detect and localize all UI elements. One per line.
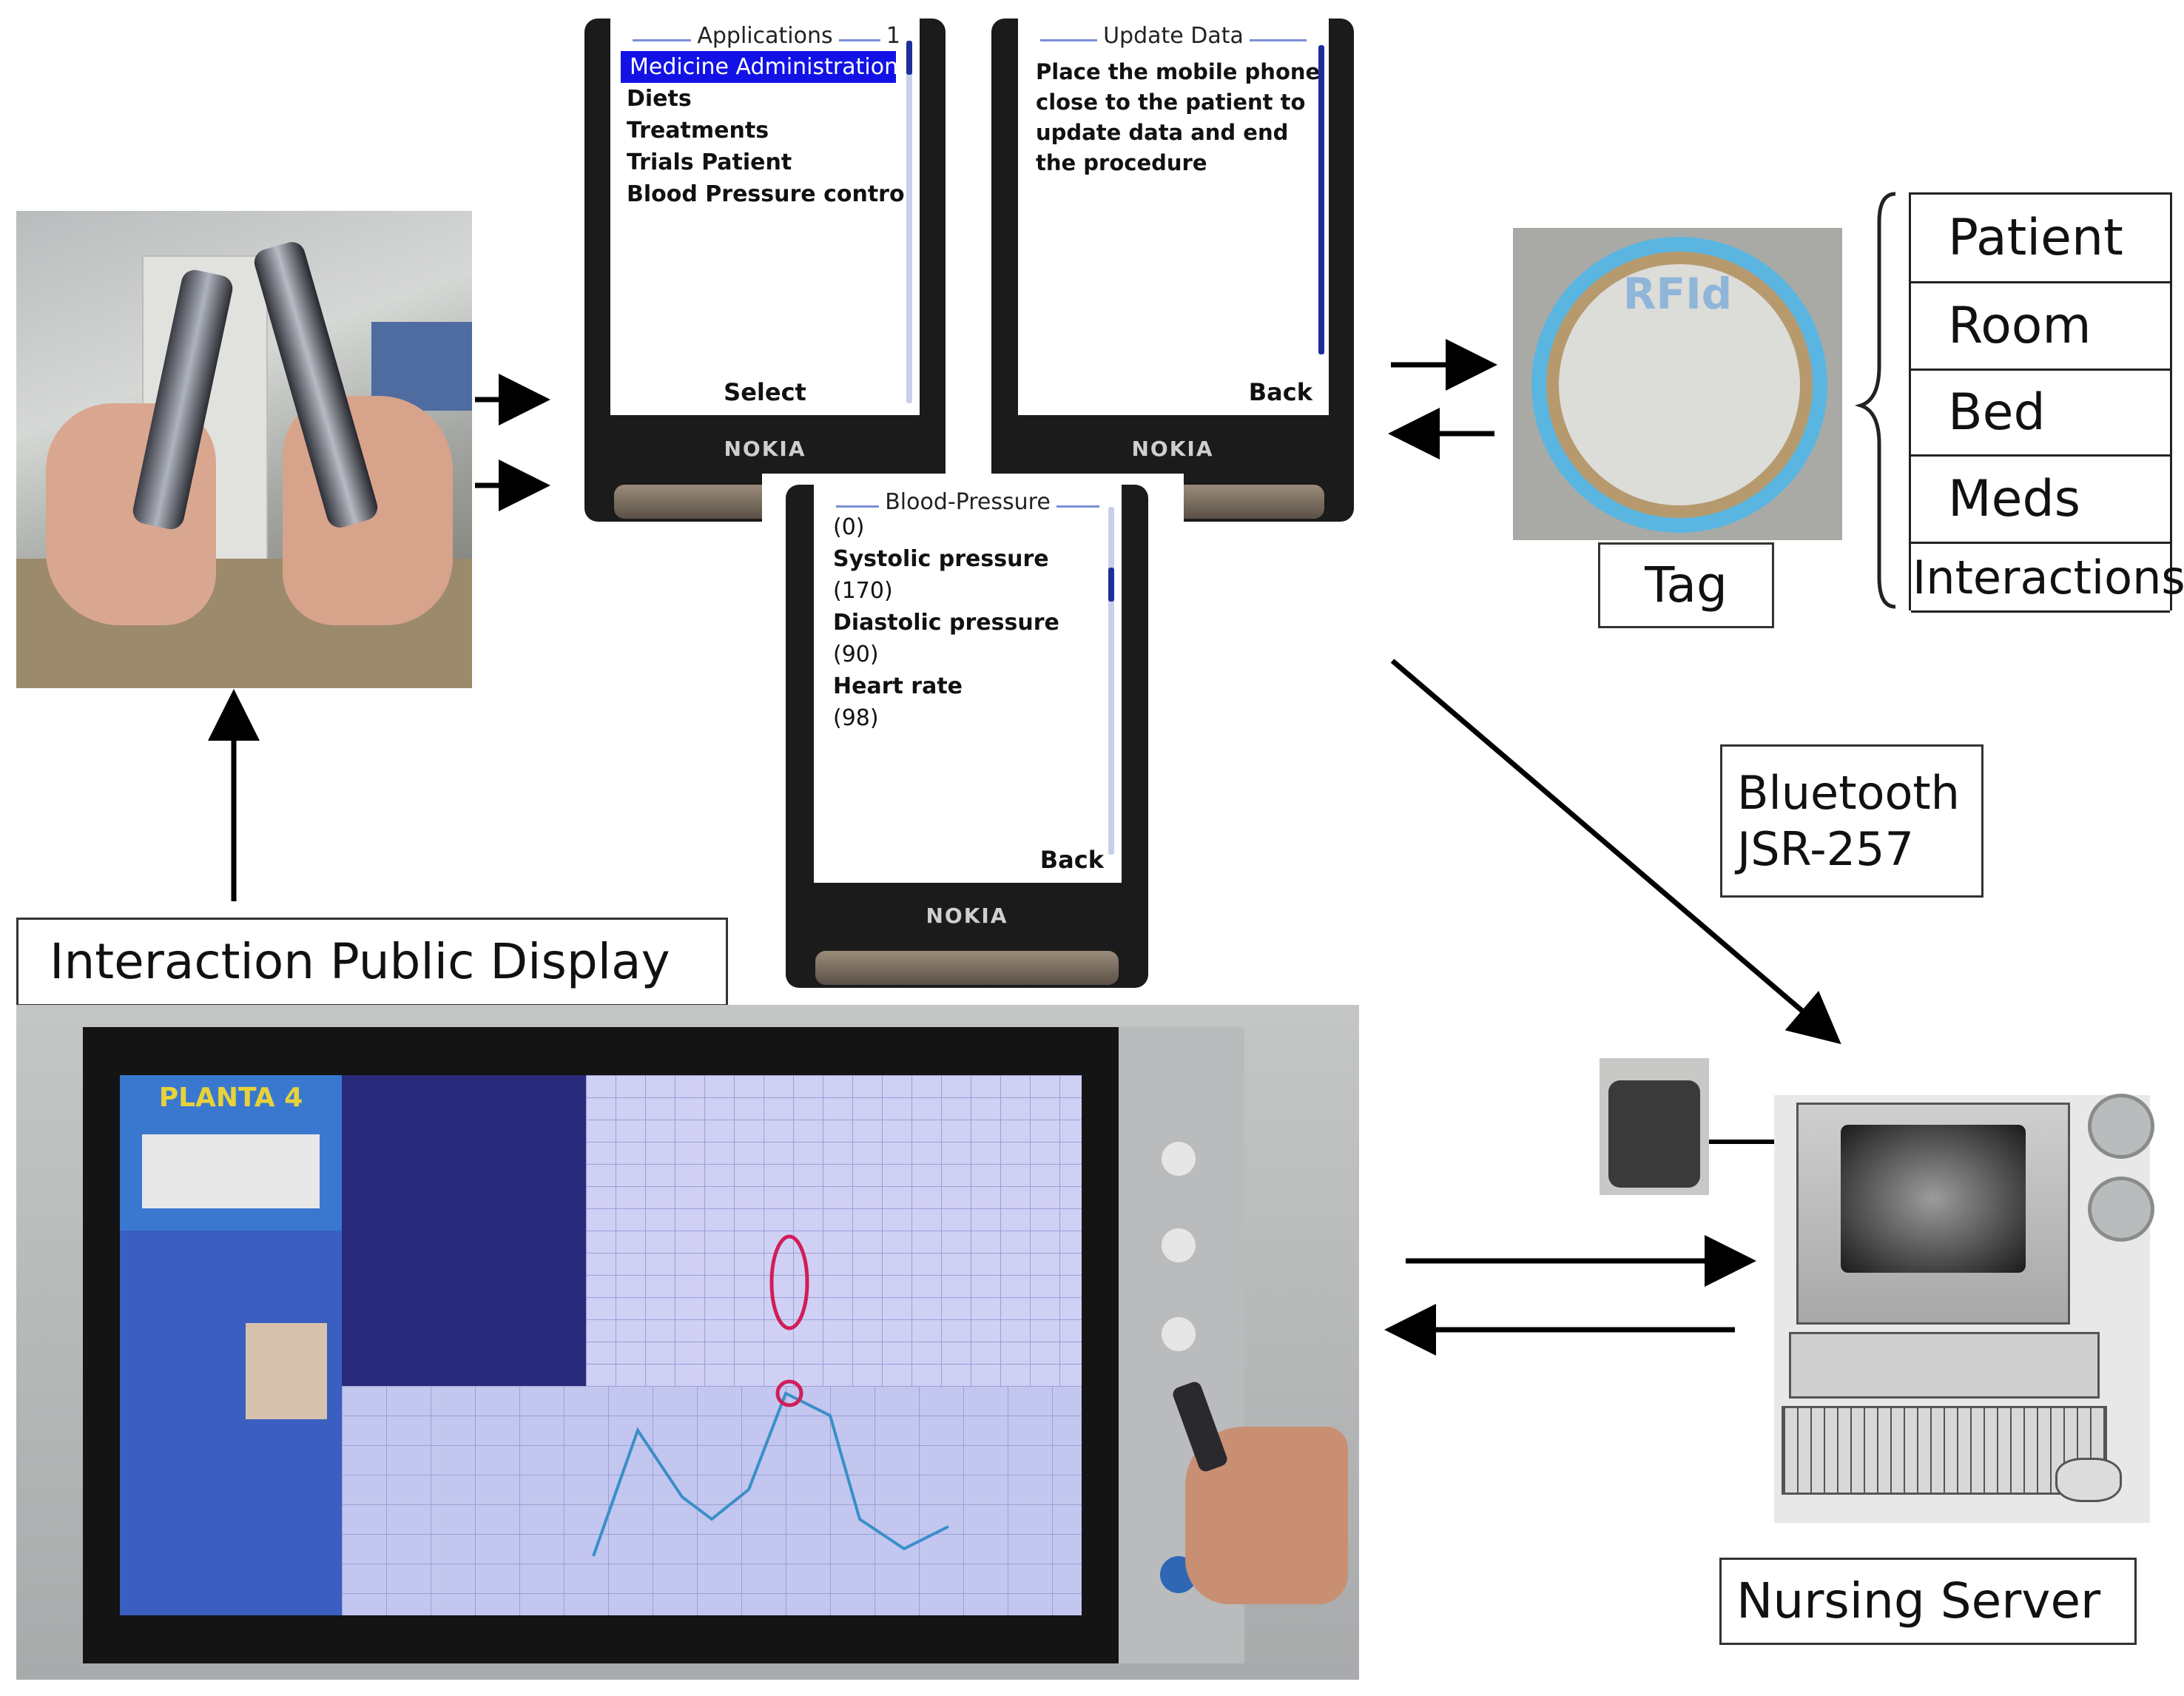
menu-item-blood-pressure-control[interactable]: Blood Pressure control	[627, 181, 912, 207]
blood-scroll-thumb[interactable]	[1108, 568, 1114, 602]
tag-label-text: Tag	[1645, 556, 1728, 613]
blood-scrollbar[interactable]	[1108, 507, 1114, 855]
heart-rate-value: (98)	[833, 705, 879, 731]
nokia-logo: NOKIA	[926, 903, 1008, 928]
diastolic-label: Diastolic pressure	[833, 610, 1059, 636]
phone-blood-screen: Blood-Pressure (0) Systolic pressure (17…	[814, 485, 1122, 883]
field-patient: Patient	[1911, 195, 2170, 283]
screen-patient-table	[120, 1231, 342, 1615]
menu-item-medicine-administration[interactable]: Medicine Administration	[621, 51, 898, 83]
phone-blood-pressure: Blood-Pressure (0) Systolic pressure (17…	[786, 485, 1148, 988]
screen-header-panel: PLANTA 4	[120, 1075, 342, 1231]
arrow-bluetooth-to-server	[1390, 659, 1841, 1045]
applications-title-text: Applications	[691, 23, 839, 49]
back-softkey-blood[interactable]: Back	[1039, 846, 1104, 874]
phone-update-title: Update Data	[1018, 23, 1329, 53]
server-keyboard	[1782, 1406, 2107, 1495]
public-display-text: Interaction Public Display	[50, 933, 670, 990]
tag-label: Tag	[1598, 542, 1774, 628]
field-room: Room	[1911, 283, 2170, 371]
phone-update-data: Update Data Place the mobile phone close…	[991, 18, 1354, 522]
update-line-4: the procedure	[1036, 150, 1207, 175]
screen-patient-photo	[246, 1323, 327, 1419]
phone-update-screen: Update Data Place the mobile phone close…	[1018, 18, 1329, 415]
select-softkey[interactable]: Select	[724, 378, 806, 406]
phone-applications-screen: Applications 1 Medicine Administration D…	[610, 18, 920, 415]
nursing-server-illustration	[1774, 1095, 2150, 1523]
phone-blood-title: Blood-Pressure	[814, 489, 1122, 519]
public-display-photo: PLANTA 4	[16, 1005, 1359, 1680]
systolic-label: Systolic pressure	[833, 546, 1049, 572]
blood-readings: (0) Systolic pressure (170) Diastolic pr…	[833, 511, 1107, 734]
back-softkey-update[interactable]: Back	[1248, 378, 1312, 406]
update-scrollbar[interactable]	[1318, 45, 1324, 354]
phone-applications: Applications 1 Medicine Administration D…	[584, 18, 946, 522]
rfid-reader-photo	[1600, 1058, 1709, 1195]
nursing-server-text: Nursing Server	[1736, 1572, 2101, 1629]
update-line-3: update data and end	[1036, 120, 1289, 145]
applications-scroll-thumb[interactable]	[906, 41, 912, 75]
server-mouse	[2055, 1458, 2122, 1502]
blood-title-text: Blood-Pressure	[879, 489, 1056, 515]
bluetooth-line-2: JSR-257	[1737, 821, 1914, 876]
bluetooth-line-1: Bluetooth	[1737, 765, 1960, 820]
update-title-text: Update Data	[1097, 23, 1250, 49]
monitor-screen: PLANTA 4	[120, 1075, 1082, 1615]
applications-menu: Medicine Administration Diets Treatments…	[618, 51, 912, 210]
monitor-button-3[interactable]	[1162, 1317, 1196, 1351]
blood-line-0: (0)	[833, 514, 865, 540]
rfid-tag-face	[1559, 264, 1800, 505]
server-tag-1	[2088, 1094, 2154, 1159]
menu-item-trials-patient[interactable]: Trials Patient	[627, 149, 792, 175]
menu-item-diets[interactable]: Diets	[627, 86, 692, 112]
nursing-server-label: Nursing Server	[1719, 1558, 2137, 1645]
rfid-tag-photo: RFId	[1513, 228, 1842, 540]
nokia-logo: NOKIA	[1131, 437, 1214, 461]
screen-chart-panel	[342, 1386, 1082, 1615]
phone-blood-keys	[815, 951, 1119, 985]
ward-map	[142, 1134, 320, 1208]
field-bed: Bed	[1911, 371, 2170, 457]
phone-applications-title: Applications 1	[610, 23, 920, 53]
diastolic-value: (90)	[833, 642, 879, 667]
menu-item-treatments[interactable]: Treatments	[627, 118, 769, 144]
hands-phones-photo	[16, 211, 472, 688]
server-tag-2	[2088, 1177, 2154, 1242]
applications-scrollbar[interactable]	[906, 41, 912, 403]
public-display-label: Interaction Public Display	[16, 918, 728, 1006]
screen-dark-panel	[342, 1075, 586, 1386]
nokia-logo: NOKIA	[724, 437, 806, 461]
server-screen	[1841, 1125, 2026, 1273]
systolic-value: (170)	[833, 578, 893, 604]
rfid-tag-text: RFId	[1622, 269, 1733, 319]
server-base	[1789, 1332, 2100, 1399]
tag-fields-table: Patient Room Bed Meds Interactions	[1909, 192, 2184, 613]
monitor-button-1[interactable]	[1162, 1142, 1196, 1176]
update-line-2: close to the patient to	[1036, 90, 1306, 115]
monitor-button-2[interactable]	[1162, 1228, 1196, 1262]
screen-trend-line	[592, 1234, 949, 1557]
field-meds: Meds	[1911, 457, 2170, 544]
screen-grid-panel	[586, 1075, 1082, 1386]
brace-icon	[1854, 192, 1896, 609]
bluetooth-label: Bluetooth JSR-257	[1720, 744, 1984, 898]
applications-index: 1	[880, 23, 906, 49]
heart-rate-label: Heart rate	[833, 673, 963, 699]
update-instructions: Place the mobile phone close to the pati…	[1036, 57, 1324, 178]
update-line-1: Place the mobile phone	[1036, 59, 1321, 84]
field-interactions: Interactions	[1911, 544, 2184, 613]
planta-title: PLANTA 4	[158, 1083, 303, 1113]
rfid-reader-device	[1608, 1080, 1700, 1188]
